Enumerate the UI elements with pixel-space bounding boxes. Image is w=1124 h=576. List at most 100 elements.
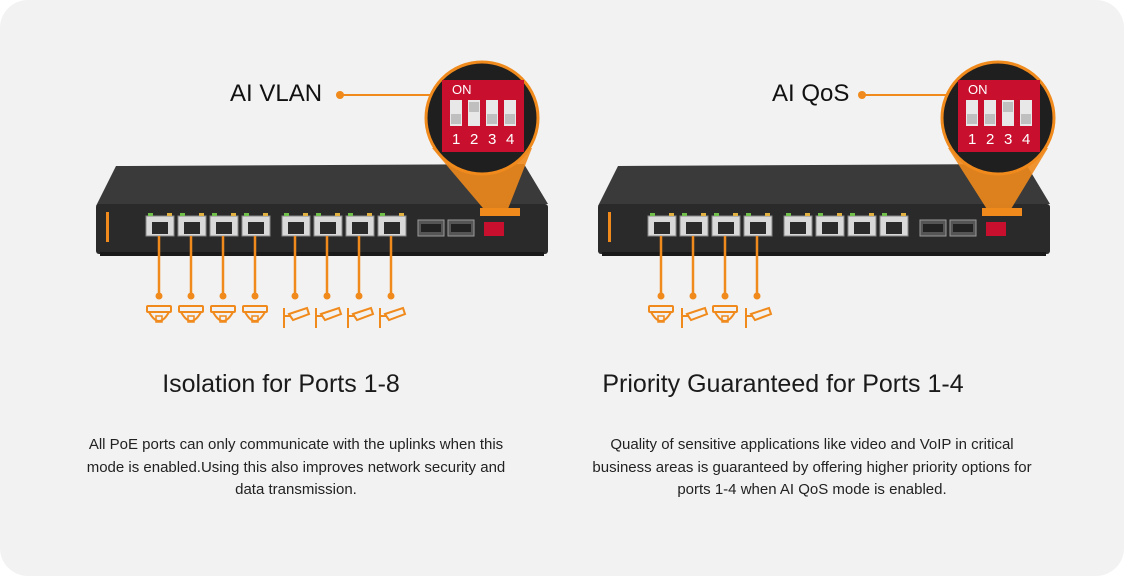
- dip-number: 3: [1004, 131, 1012, 148]
- port-led: [650, 213, 655, 216]
- dip-number: 4: [1022, 131, 1030, 148]
- dip-knob: [967, 114, 977, 124]
- port-led: [837, 213, 842, 216]
- dip-knob: [451, 114, 461, 124]
- rj45-socket: [686, 222, 702, 234]
- switch-base: [602, 252, 1046, 256]
- port-led: [399, 213, 404, 216]
- port-led: [882, 213, 887, 216]
- rj45-socket: [248, 222, 264, 234]
- cable-end-dot: [355, 292, 363, 300]
- cable-end-dot: [657, 292, 665, 300]
- ai-vlan-description: All PoE ports can only communicate with …: [86, 436, 506, 498]
- dip-number: 2: [986, 131, 994, 148]
- port-led: [380, 213, 385, 216]
- port-led: [263, 213, 268, 216]
- front-dip-switch: [986, 222, 1006, 236]
- rj45-socket: [152, 222, 168, 234]
- port-led: [669, 213, 674, 216]
- cable-end-dot: [721, 292, 729, 300]
- rj45-socket: [654, 222, 670, 234]
- dome-camera-icon: [712, 305, 738, 323]
- cable-end-dot: [323, 292, 331, 300]
- bullet-camera-icon: [315, 306, 343, 328]
- port-led: [733, 213, 738, 216]
- sfp-socket: [421, 224, 441, 232]
- port-led: [746, 213, 751, 216]
- switch-top: [598, 164, 1050, 206]
- cable-end-dot: [753, 292, 761, 300]
- port-led: [901, 213, 906, 216]
- dome-camera-icon: [648, 305, 674, 323]
- ai-qos-description: Quality of sensitive applications like v…: [592, 436, 1032, 498]
- port-led: [348, 213, 353, 216]
- rj45-socket: [216, 222, 232, 234]
- cable-end-dot: [291, 292, 299, 300]
- port-led: [212, 213, 217, 216]
- port-led: [765, 213, 770, 216]
- rj45-socket: [352, 222, 368, 234]
- dip-knob: [1021, 114, 1031, 124]
- dip-knob: [505, 114, 515, 124]
- port-led: [805, 213, 810, 216]
- power-led: [608, 212, 611, 242]
- dip-knob: [487, 114, 497, 124]
- rj45-socket: [854, 222, 870, 234]
- port-led: [284, 213, 289, 216]
- bullet-camera-icon: [681, 306, 709, 328]
- port-led: [850, 213, 855, 216]
- rj45-socket: [184, 222, 200, 234]
- port-led: [148, 213, 153, 216]
- port-led: [682, 213, 687, 216]
- switch-base: [100, 252, 544, 256]
- cable-end-dot: [187, 292, 195, 300]
- rj45-socket: [750, 222, 766, 234]
- rj45-socket: [384, 222, 400, 234]
- rj45-socket: [320, 222, 336, 234]
- dip-number: 2: [470, 131, 478, 148]
- rj45-socket: [288, 222, 304, 234]
- port-led: [180, 213, 185, 216]
- dome-camera-icon: [210, 305, 236, 323]
- dip-knob: [469, 102, 479, 112]
- sfp-socket: [953, 224, 973, 232]
- dip-number: 3: [488, 131, 496, 148]
- port-led: [701, 213, 706, 216]
- bullet-camera-icon: [379, 306, 407, 328]
- switch-top: [96, 164, 548, 206]
- port-led: [167, 213, 172, 216]
- dome-camera-icon: [146, 305, 172, 323]
- dip-on-label: ON: [452, 82, 472, 97]
- cable-end-dot: [219, 292, 227, 300]
- dome-camera-icon: [178, 305, 204, 323]
- cable-end-dot: [387, 292, 395, 300]
- port-led: [244, 213, 249, 216]
- dip-on-label: ON: [968, 82, 988, 97]
- rj45-socket: [790, 222, 806, 234]
- port-led: [303, 213, 308, 216]
- cable-end-dot: [251, 292, 259, 300]
- port-led: [199, 213, 204, 216]
- port-led: [714, 213, 719, 216]
- ai-qos-label: AI QoS: [772, 80, 850, 107]
- ai-qos-title: Priority Guaranteed for Ports 1-4: [602, 370, 964, 398]
- power-led: [106, 212, 109, 242]
- dome-camera-icon: [242, 305, 268, 323]
- sfp-socket: [923, 224, 943, 232]
- dip-number: 1: [968, 131, 976, 148]
- port-led: [367, 213, 372, 216]
- cable-end-dot: [689, 292, 697, 300]
- rj45-socket: [718, 222, 734, 234]
- front-dip-switch: [484, 222, 504, 236]
- bullet-camera-icon: [347, 306, 375, 328]
- dip-knob: [985, 114, 995, 124]
- bullet-camera-icon: [745, 306, 773, 328]
- bullet-camera-icon: [283, 306, 311, 328]
- port-led: [869, 213, 874, 216]
- sfp-socket: [451, 224, 471, 232]
- ai-vlan-label: AI VLAN: [230, 80, 323, 107]
